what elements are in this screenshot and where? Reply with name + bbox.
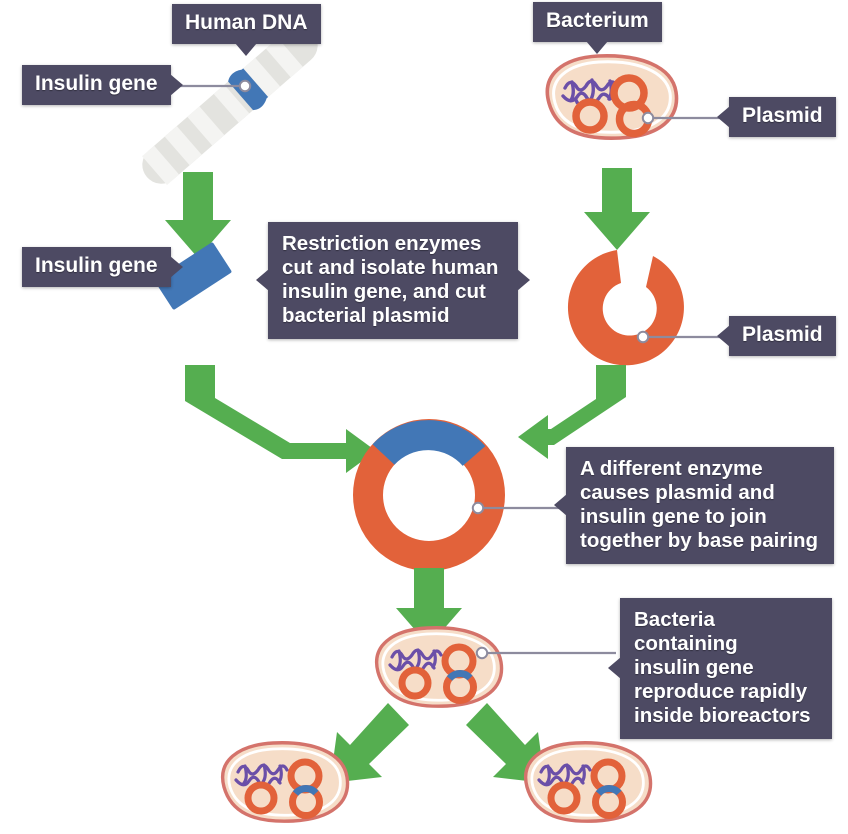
step-ligase-join-text: A different enzyme causes plasmid and in… <box>580 457 819 552</box>
pointer-tab-right-icon <box>169 255 183 278</box>
label-plasmid-top-text: Plasmid <box>742 104 823 127</box>
step-bacteria-reproduce-text: Bacteria containing insulin gene reprodu… <box>634 608 811 727</box>
chromosome-icon <box>142 26 318 185</box>
cut-plasmid-icon <box>567 250 684 366</box>
label-human-dna: Human DNA <box>172 4 321 56</box>
label-insulin-gene-top: Insulin gene <box>22 65 183 105</box>
label-plasmid-top: Plasmid <box>717 97 836 137</box>
label-bacterium: Bacterium <box>533 2 662 54</box>
label-bacterium-text: Bacterium <box>546 9 649 32</box>
step-restriction-enzymes-text: Restriction enzymes cut and isolate huma… <box>282 232 499 327</box>
step-ligase-join: A different enzyme causes plasmid and in… <box>554 447 834 564</box>
insulin-gene-fragment-icon <box>154 242 232 310</box>
green-arrow-icon <box>185 365 376 473</box>
pointer-tab-left-icon <box>717 105 730 128</box>
pointer-tab-left-icon <box>554 494 567 517</box>
step-bacteria-reproduce: Bacteria containing insulin gene reprodu… <box>608 598 832 739</box>
pointer-tab-left-icon <box>608 657 621 680</box>
green-arrow-icon <box>330 703 545 783</box>
recombinant-plasmid-icon <box>353 419 505 571</box>
leader-insulin-gene-top <box>175 79 252 93</box>
label-insulin-gene-isolated: Insulin gene <box>22 247 183 287</box>
label-plasmid-cut-text: Plasmid <box>742 323 823 346</box>
plasmid-ring-icon <box>572 74 653 138</box>
bacterium-icon <box>221 741 350 823</box>
bacterium-icon <box>375 626 504 708</box>
leader-plasmid-top <box>641 111 726 125</box>
label-plasmid-cut: Plasmid <box>717 316 836 356</box>
step-restriction-enzymes: Restriction enzymes cut and isolate huma… <box>256 222 530 339</box>
leader-plasmid-cut <box>636 330 726 344</box>
pointer-tab-left-icon <box>717 324 730 347</box>
pointer-tab-down-icon <box>586 40 609 54</box>
pointer-tab-right-icon <box>169 73 183 96</box>
pointer-tab-down-icon <box>235 42 258 56</box>
green-arrow-icon <box>518 365 626 459</box>
leader-reproduce <box>475 646 616 660</box>
bacterium-icon <box>524 741 653 823</box>
pointer-tab-right-icon <box>517 269 530 292</box>
pointer-tab-left-icon <box>256 269 269 292</box>
label-insulin-gene-top-text: Insulin gene <box>35 72 158 95</box>
leader-recombinant <box>471 501 562 515</box>
green-arrow-icon <box>165 168 650 258</box>
label-human-dna-text: Human DNA <box>185 11 308 34</box>
bacterium-icon <box>545 54 679 140</box>
label-insulin-gene-isolated-text: Insulin gene <box>35 254 158 277</box>
